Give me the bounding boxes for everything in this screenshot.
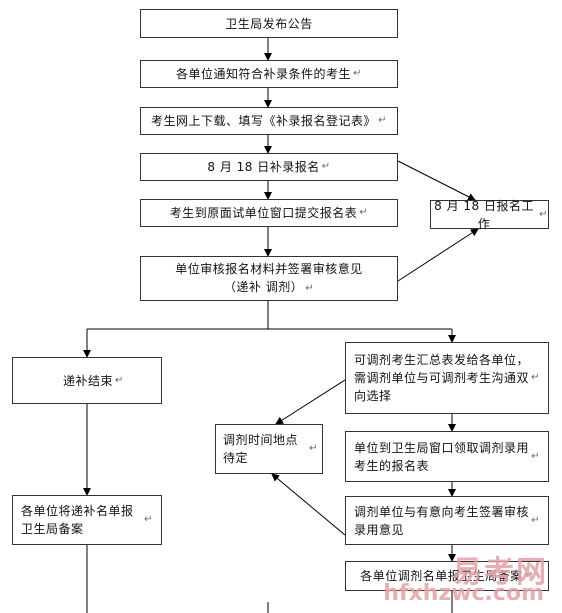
node-review-line2: （递补 调剂） xyxy=(223,279,304,294)
paragraph-mark: ↵ xyxy=(531,450,540,462)
node-download: 考生网上下载、填写《补录报名登记表》↵ xyxy=(140,107,398,135)
paragraph-mark: ↵ xyxy=(144,514,153,525)
arrow-review-to-work xyxy=(397,228,479,282)
node-work: 8 月 18 日报名工作 ↵ xyxy=(430,199,549,231)
arrow-summary-to-wait xyxy=(275,379,346,425)
node-sign-text: 调剂单位与有意向考生签署审核录用意见 xyxy=(354,504,530,537)
paragraph-mark: ↵ xyxy=(359,207,369,218)
paragraph-mark: ↵ xyxy=(524,570,534,581)
node-sign: 调剂单位与有意向考生签署审核录用意见↵ xyxy=(345,496,549,545)
node-summary-text: 可调剂考生汇总表发给各单位，需调剂单位与可调剂考生沟通双向选择 xyxy=(354,353,530,403)
node-announce: 卫生局发布公告 xyxy=(140,9,398,38)
paragraph-mark: ↵ xyxy=(531,372,540,383)
paragraph-mark: ↵ xyxy=(321,161,331,172)
node-review: 单位审核报名材料并签署审核意见 （递补 调剂）↵ xyxy=(140,256,398,301)
node-register: 8 月 18 日补录报名↵ xyxy=(140,153,398,181)
node-download-text: 考生网上下载、填写《补录报名登记表》 xyxy=(151,114,377,128)
node-register-text: 8 月 18 日补录报名 xyxy=(207,160,320,174)
node-notify: 各单位通知符合补录条件的考生↵ xyxy=(140,60,398,88)
paragraph-mark: ↵ xyxy=(531,514,540,526)
node-collect-text: 单位到卫生局窗口领取调剂录用考生的报名表 xyxy=(354,440,530,473)
arrow-sign-to-wait xyxy=(271,473,346,536)
node-collect: 单位到卫生局窗口领取调剂录用考生的报名表↵ xyxy=(345,431,549,482)
paragraph-mark: ↵ xyxy=(539,208,548,220)
node-submit-text: 考生到原面试单位窗口提交报名表 xyxy=(169,206,358,220)
node-review-line1: 单位审核报名材料并签署审核意见 xyxy=(175,261,363,276)
node-notify-text: 各单位通知符合补录条件的考生 xyxy=(176,67,352,81)
node-wait: 调剂时间地点待定 ↵ xyxy=(215,424,323,474)
node-adjust-report: 各单位调剂名单报卫生局备案↵ xyxy=(345,561,549,591)
node-fill-report: 各单位将递补名单报卫生局备案 ↵ xyxy=(12,495,162,545)
paragraph-mark: ↵ xyxy=(353,68,362,79)
paragraph-mark: ↵ xyxy=(305,282,315,294)
node-work-text: 8 月 18 日报名工作 xyxy=(434,198,534,231)
paragraph-mark: ↵ xyxy=(378,115,387,126)
node-announce-text: 卫生局发布公告 xyxy=(225,16,313,31)
node-fill-end-text: 递补结束 xyxy=(63,373,114,388)
arrow-register-to-work xyxy=(397,160,476,201)
paragraph-mark: ↵ xyxy=(115,374,124,386)
node-fill-report-text: 各单位将递补名单报卫生局备案 xyxy=(21,504,134,536)
node-wait-text: 调剂时间地点待定 xyxy=(223,433,299,465)
node-submit: 考生到原面试单位窗口提交报名表↵ xyxy=(140,199,398,227)
paragraph-mark: ↵ xyxy=(309,443,318,454)
node-fill-end: 递补结束↵ xyxy=(12,357,162,404)
node-summary: 可调剂考生汇总表发给各单位，需调剂单位与可调剂考生沟通双向选择↵ xyxy=(345,342,549,414)
node-adjust-report-text: 各单位调剂名单报卫生局备案 xyxy=(360,569,523,583)
